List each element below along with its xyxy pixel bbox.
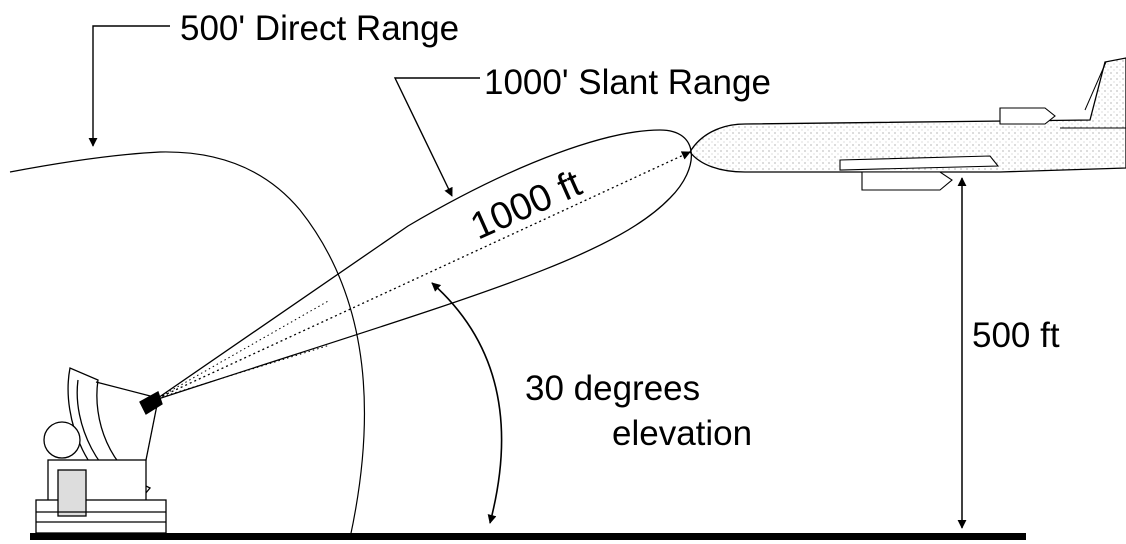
slant-range-line <box>157 151 691 399</box>
antenna-base <box>35 499 167 534</box>
airplane <box>689 57 1126 191</box>
airplane-tail-fin <box>1084 61 1107 111</box>
elevation-label-line1: 30 degrees <box>525 369 700 408</box>
antenna-radome <box>43 421 81 459</box>
antenna-feed-strut-1 <box>95 381 159 399</box>
beam-lobe <box>154 129 693 401</box>
airplane-engine-rear <box>999 107 1056 125</box>
airplane-fuselage <box>689 57 1126 173</box>
direct-range-arc <box>9 151 366 539</box>
ground-line <box>30 533 1026 540</box>
antenna-cabinet <box>57 469 87 517</box>
elevation-label-line2: elevation <box>612 414 752 453</box>
elevation-arc-arrow <box>431 282 503 524</box>
beam-ray-upper <box>157 299 331 399</box>
slant-range-leader <box>393 77 480 197</box>
beam-ray-lower <box>157 344 331 399</box>
altitude-label: 500 ft <box>972 316 1060 355</box>
airplane-wing <box>839 155 1000 171</box>
beam-distance-label: 1000 ft <box>465 162 589 248</box>
slant-range-label: 1000' Slant Range <box>484 63 771 102</box>
direct-range-leader <box>88 25 170 147</box>
antenna-feed-horn <box>139 391 163 415</box>
radar-antenna <box>35 367 167 534</box>
direct-range-label: 500' Direct Range <box>180 9 459 48</box>
airplane-engine-lower <box>861 171 953 191</box>
